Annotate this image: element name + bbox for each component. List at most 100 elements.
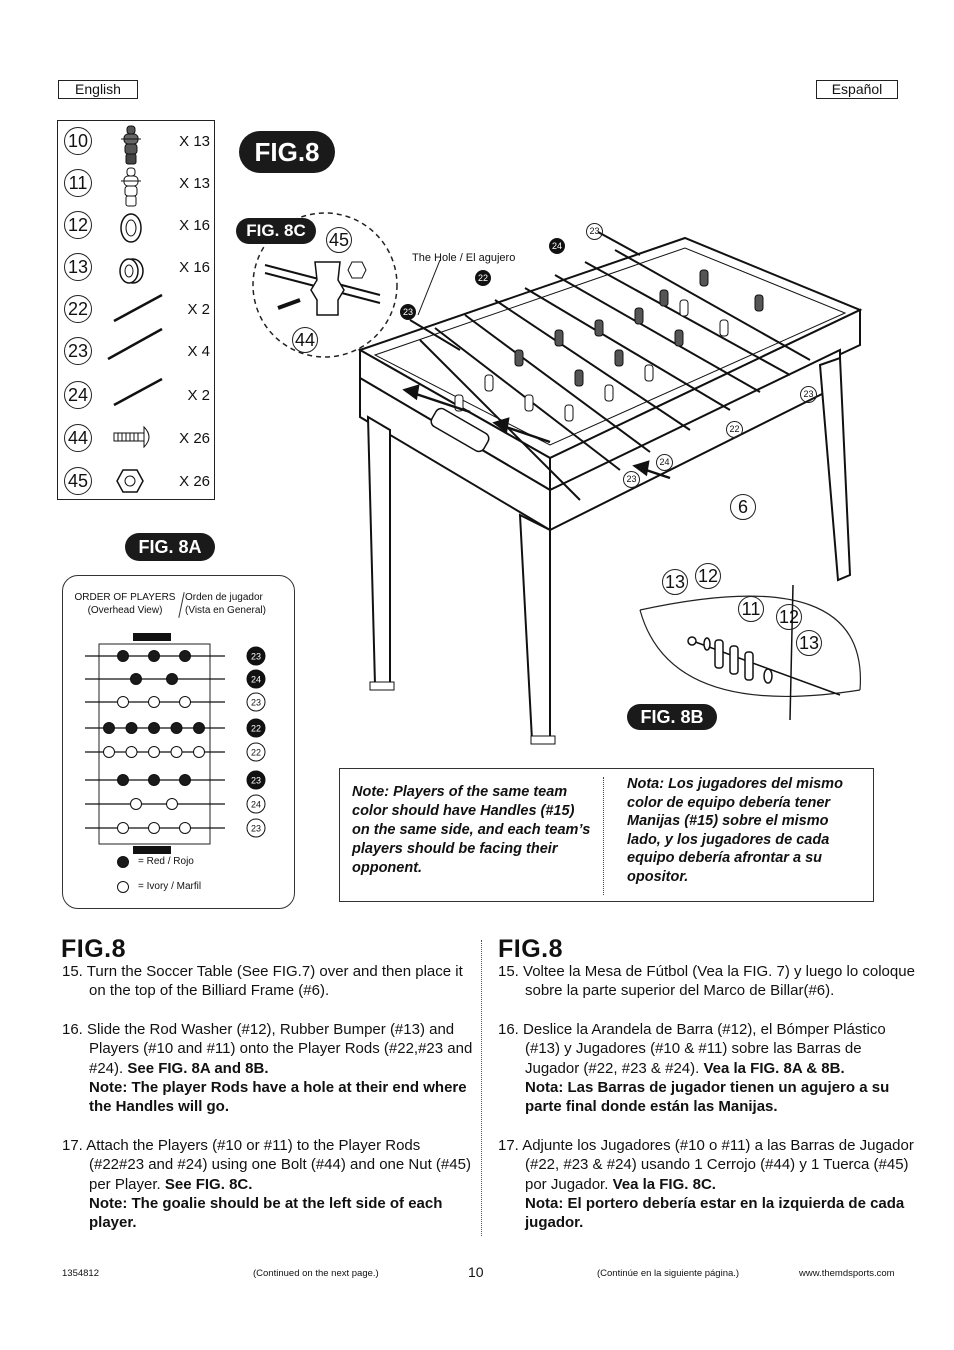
player-marker [125, 722, 138, 734]
rod-label: 24 [656, 454, 673, 471]
player-marker [117, 696, 129, 708]
player-marker [103, 722, 115, 734]
rod-number-badge [246, 742, 266, 762]
legend-red-marker [117, 856, 129, 868]
player-marker [117, 774, 129, 786]
player-marker [179, 696, 191, 708]
rod-number-badge [246, 718, 266, 738]
player-marker [179, 650, 191, 662]
order-title-en: ORDER OF PLAYERS(Overhead View) [74, 592, 176, 616]
rod-label: 22 [475, 270, 491, 286]
part-number: 11 [64, 169, 92, 197]
part-row: 12 X 16 [58, 207, 214, 250]
player-marker [148, 774, 160, 786]
player-marker [166, 673, 178, 685]
callout-44: 44 [292, 327, 318, 353]
order-title-es: Orden de jugador(Vista en General) [185, 592, 266, 616]
rod-number: 22 [251, 724, 261, 734]
player-marker [130, 673, 142, 685]
column-divider [481, 940, 482, 1236]
nut-icon [116, 469, 144, 493]
player-marker [193, 746, 205, 758]
part-quantity: X 2 [187, 301, 210, 318]
player-marker [193, 722, 205, 734]
rod-number: 24 [251, 800, 261, 810]
fig8-badge: FIG.8 [239, 131, 335, 173]
rod-icon [107, 327, 163, 361]
part-quantity: X 16 [179, 259, 210, 276]
rod-number: 24 [251, 675, 261, 685]
part-row: 22 X 2 [58, 291, 214, 334]
player-marker [148, 696, 160, 708]
part-quantity: X 26 [179, 430, 210, 447]
rod-number-badge [246, 818, 266, 838]
part-row: 23 X 4 [58, 327, 214, 376]
player-figure-light-icon [121, 167, 141, 207]
paso-16: 16. Deslice la Arandela de Barra (#12), … [498, 1020, 890, 1116]
rod-number-badge [246, 794, 266, 814]
part-number: 23 [64, 337, 92, 365]
callout-13: 13 [796, 630, 822, 656]
english-section-title: FIG.8 [61, 935, 127, 963]
part-quantity: X 13 [179, 175, 210, 192]
table-outline [98, 643, 211, 845]
step-16: 16. Slide the Rod Washer (#12), Rubber B… [62, 1020, 473, 1116]
rod-icon [113, 293, 163, 323]
part-number: 12 [64, 211, 92, 239]
player-marker [170, 722, 183, 734]
rod-number-badge [246, 646, 266, 666]
player-marker [179, 822, 191, 834]
player-marker [103, 746, 115, 758]
part-row: 24 X 2 [58, 377, 214, 420]
rod-label: 23 [400, 304, 416, 320]
website-url: www.themdsports.com [799, 1268, 895, 1279]
part-number: 22 [64, 295, 92, 323]
continued-english: (Continued on the next page.) [253, 1268, 379, 1279]
hole-label: The Hole / El agujero [412, 252, 516, 264]
callout-12: 12 [695, 563, 721, 589]
note-divider [603, 777, 604, 895]
callout-11: 11 [738, 596, 764, 622]
player-marker [117, 822, 129, 834]
part-quantity: X 2 [187, 387, 210, 404]
rod-number-badge [246, 692, 266, 712]
rod-number-badge [246, 669, 266, 689]
rod-label: 22 [726, 421, 743, 438]
part-quantity: X 4 [187, 343, 210, 360]
fig8c-detail-circle [252, 212, 398, 358]
rubber-bumper-icon [119, 258, 144, 284]
callout-45: 45 [326, 227, 352, 253]
page-number: 10 [468, 1264, 484, 1280]
part-number: 44 [64, 424, 92, 452]
legend-ivory: = Ivory / Marfil [138, 881, 202, 892]
spanish-section-title: FIG.8 [498, 935, 564, 963]
bolt-icon [113, 425, 150, 449]
part-row: 44 X 26 [58, 420, 214, 463]
part-quantity: X 26 [179, 473, 210, 490]
note-spanish: Nota: Los jugadores del mismo color de e… [627, 776, 843, 885]
part-row: 11 X 13 [58, 165, 214, 208]
rod-number-badge [246, 770, 266, 790]
player-marker [148, 746, 160, 758]
player-marker [148, 722, 160, 734]
part-quantity: X 13 [179, 133, 210, 150]
paso-17: 17. Adjunte los Jugadores (#10 o #11) a … [498, 1136, 914, 1232]
fig8a-badge: FIG. 8A [125, 533, 215, 561]
part-row: 45 X 26 [58, 463, 214, 506]
player-marker [166, 798, 178, 810]
rod-number: 23 [251, 776, 261, 786]
goal-bottom [133, 846, 171, 854]
rod-label: 23 [586, 223, 603, 240]
continued-spanish: (Continúe en la siguiente página.) [597, 1268, 740, 1279]
callout-6: 6 [730, 494, 756, 520]
part-number: 13 [64, 253, 92, 281]
spanish-steps: 15. Voltee la Mesa de Fútbol (Vea la FIG… [498, 962, 918, 1252]
part-number: 45 [64, 467, 92, 495]
english-steps: 15. Turn the Soccer Table (See FIG.7) ov… [62, 962, 474, 1252]
player-marker [179, 774, 191, 786]
fig8c-badge: FIG. 8C [236, 218, 316, 244]
step-15: 15. Turn the Soccer Table (See FIG.7) ov… [62, 963, 463, 1000]
soccer-table-illustration [252, 212, 863, 745]
rod-label: 23 [800, 386, 817, 403]
